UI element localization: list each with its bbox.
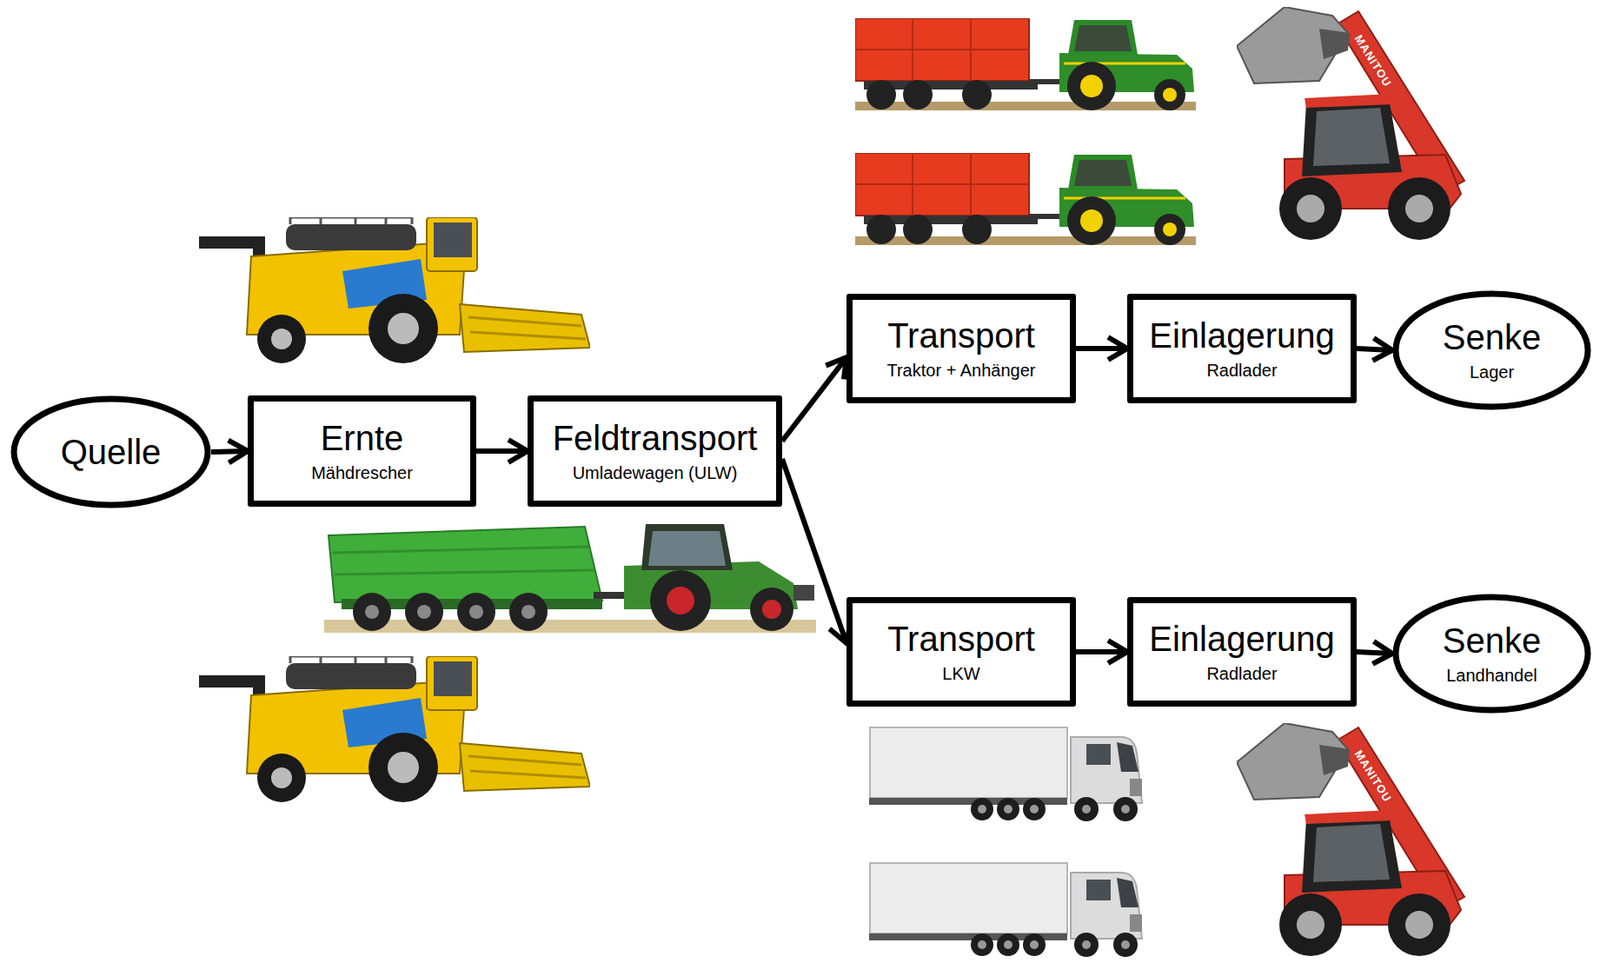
node-title: Senke (1442, 318, 1541, 358)
flow-arrow (782, 458, 851, 644)
process-box: FeldtransportUmladewagen (ULW) (527, 395, 783, 507)
process-box: TransportLKW (846, 597, 1076, 707)
combine-harvester (199, 217, 591, 364)
arrow-head (1372, 338, 1393, 361)
node-subtitle: Landhandel (1446, 664, 1538, 686)
flow-arrow (1356, 338, 1393, 361)
arrow-line (782, 458, 847, 644)
ellipse-outline-shape (1395, 597, 1588, 711)
arrow-head (228, 440, 248, 464)
flow-arrow (782, 357, 847, 441)
terminal-ellipse: SenkeLager (1392, 290, 1592, 411)
ellipse-outline-shape (1395, 293, 1588, 407)
process-box: EinlagerungRadlader (1127, 597, 1357, 707)
process-box: EinlagerungRadlader (1127, 293, 1357, 404)
arrow-line (782, 357, 847, 441)
flow-arrow (1075, 337, 1128, 360)
tractor-trailer (855, 18, 1196, 111)
arrow-head (825, 357, 847, 379)
terminal-ellipse: Quelle (10, 395, 212, 509)
arrow-head (1372, 641, 1393, 664)
process-box: TransportTraktor + Anhänger (846, 293, 1076, 404)
node-subtitle: Umladewagen (ULW) (572, 462, 738, 484)
tractor-trailer (855, 152, 1196, 246)
flow-arrow (476, 439, 528, 463)
node-title: Einlagerung (1148, 619, 1335, 659)
arrow-head (1108, 337, 1128, 360)
node-title: Einlagerung (1148, 316, 1335, 356)
node-title: Transport (887, 316, 1036, 356)
process-box: ErnteMähdrescher (247, 395, 477, 507)
flow-arrow (1356, 641, 1393, 664)
ellipse-outline-shape (13, 398, 208, 505)
node-subtitle: Traktor + Anhänger (886, 359, 1036, 381)
telehandler (1236, 6, 1465, 240)
node-title: Senke (1442, 621, 1541, 661)
node-title: Ernte (320, 418, 405, 459)
node-subtitle: Mähdrescher (311, 462, 413, 484)
grain-cart (324, 524, 817, 633)
flow-arrow (1075, 640, 1128, 664)
arrow-head (508, 439, 528, 463)
telehandler (1236, 723, 1465, 957)
node-subtitle: Radlader (1206, 663, 1277, 684)
node-title: Feldtransport (552, 418, 758, 459)
combine-harvester (199, 656, 591, 803)
node-subtitle: LKW (942, 663, 980, 684)
terminal-ellipse: SenkeLandhandel (1392, 593, 1592, 714)
truck (869, 727, 1142, 822)
truck (869, 863, 1142, 957)
node-title: Quelle (60, 432, 162, 472)
flow-arrow (211, 440, 248, 464)
node-title: Transport (887, 619, 1036, 659)
node-subtitle: Radlader (1206, 359, 1277, 381)
node-subtitle: Lager (1469, 361, 1514, 383)
arrow-head (1108, 640, 1128, 664)
